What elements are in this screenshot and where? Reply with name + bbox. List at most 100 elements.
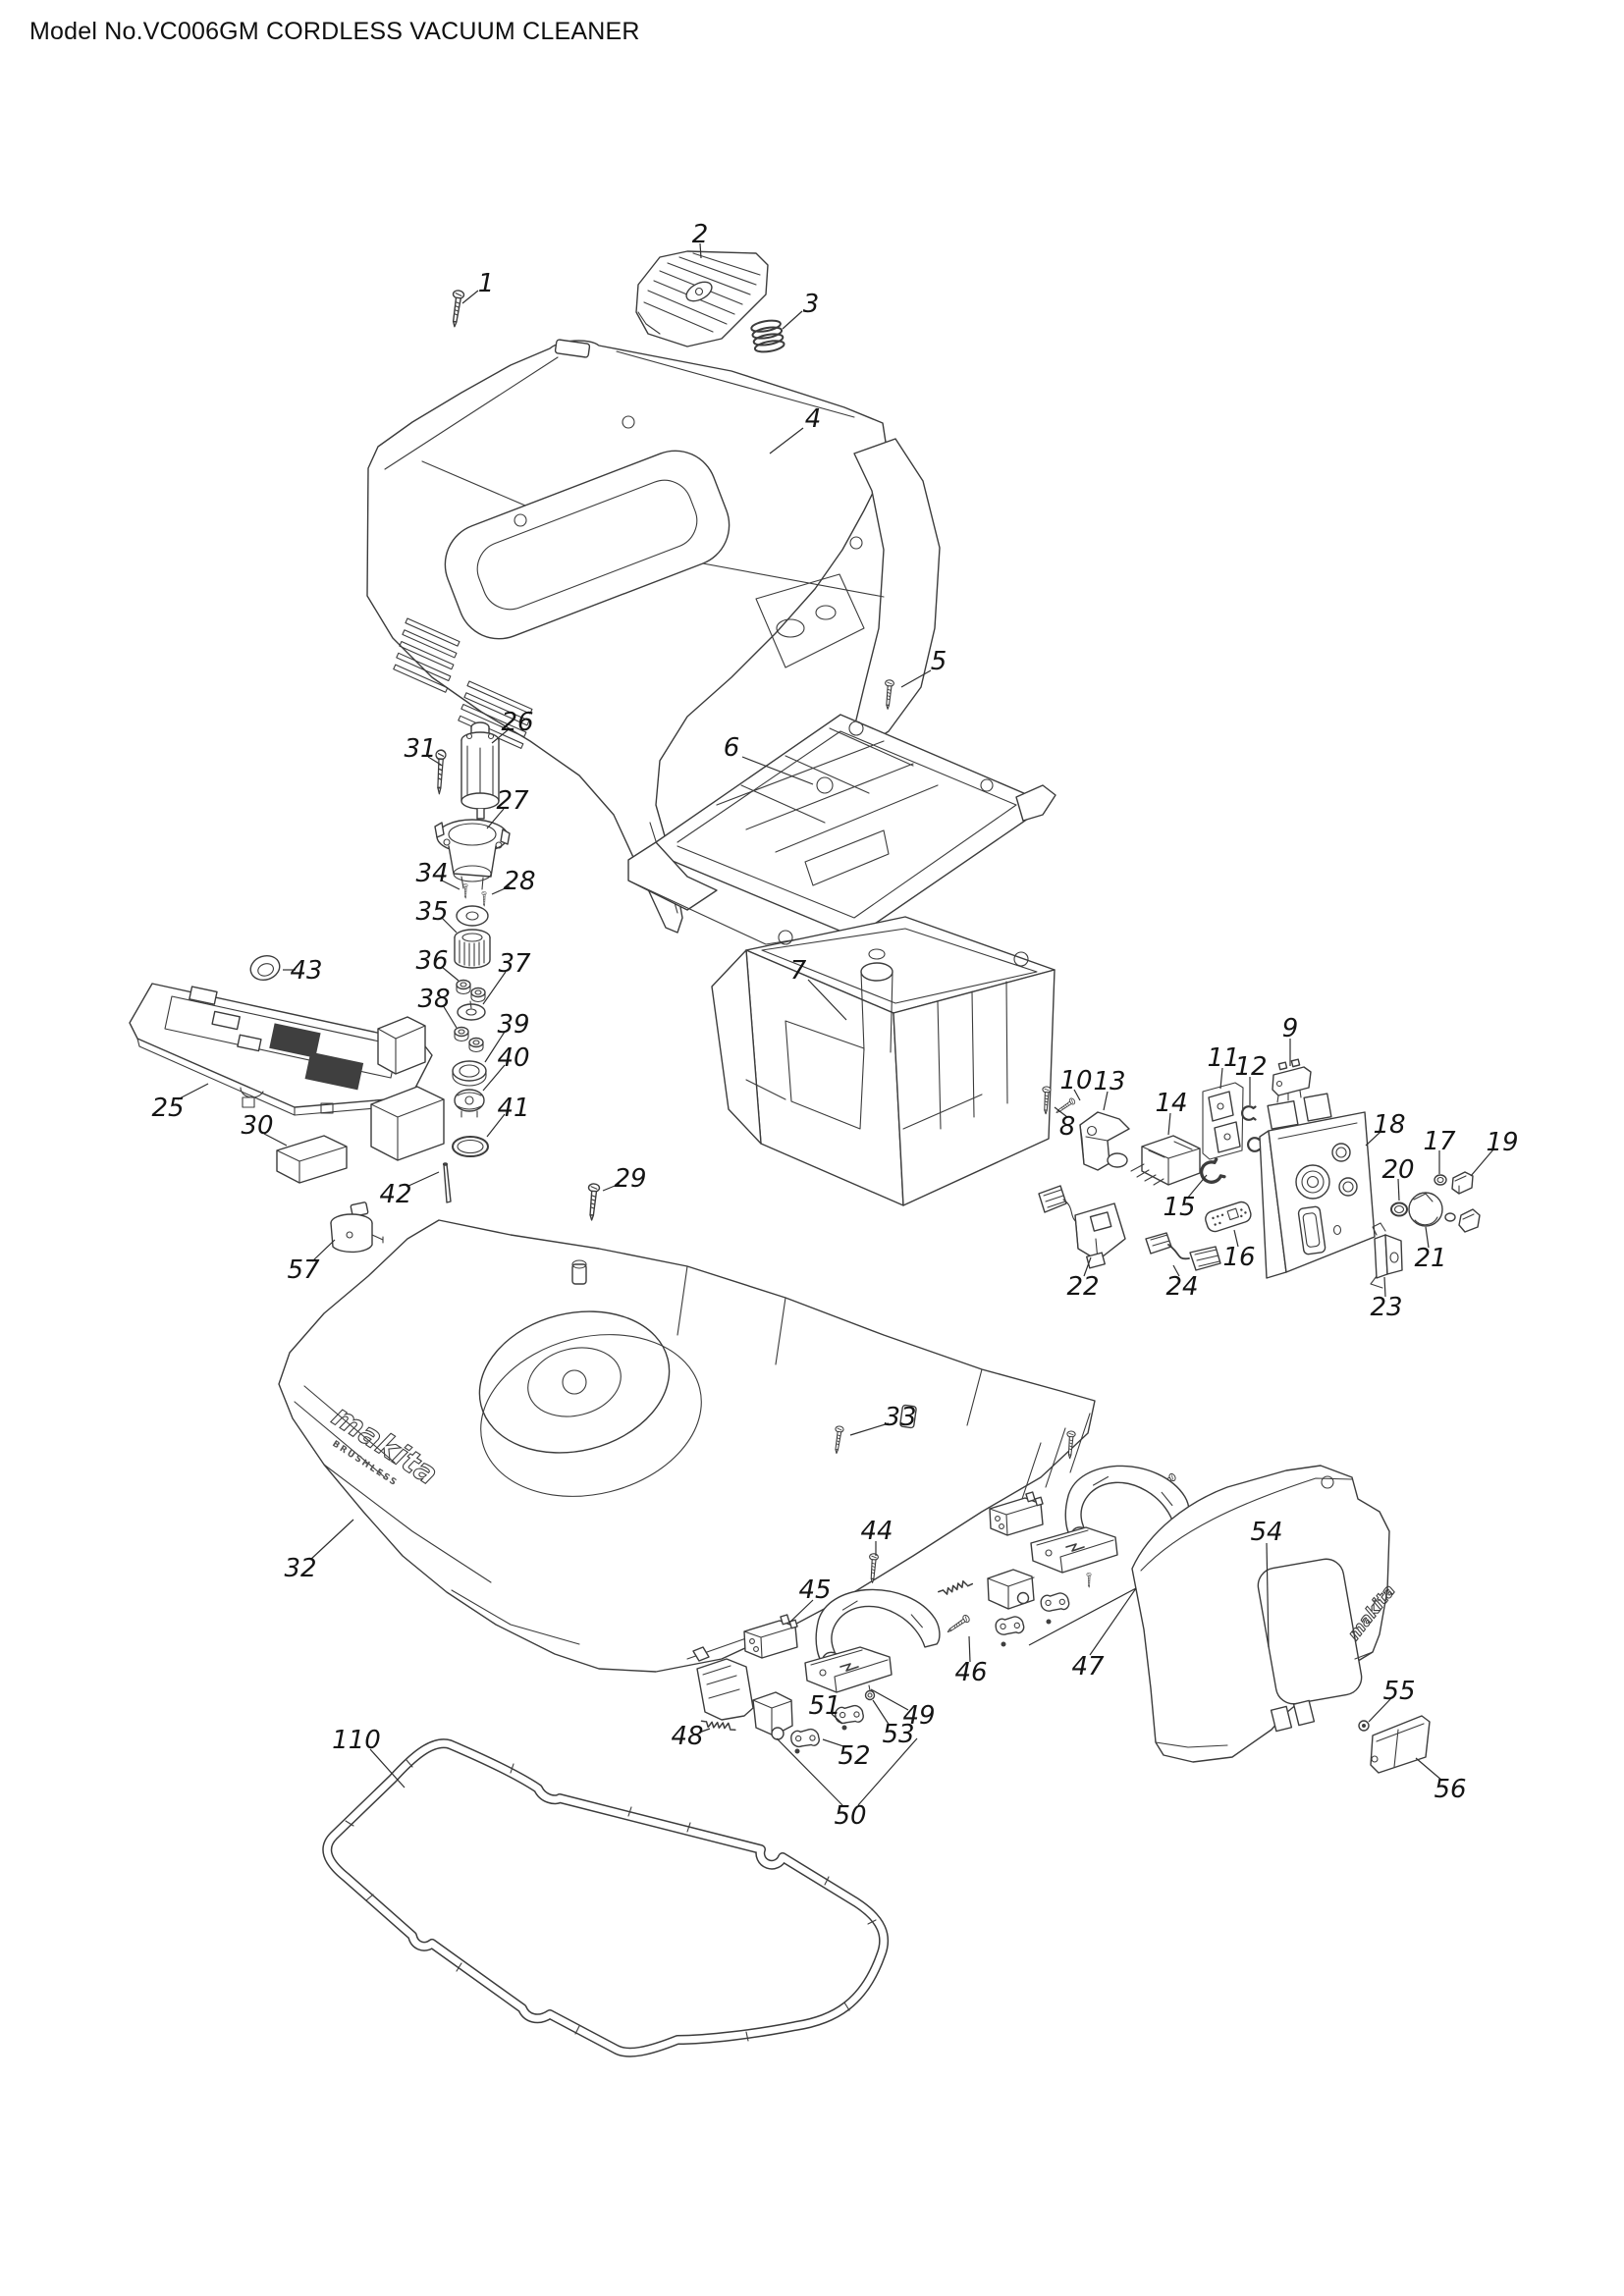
part-oring-20: [1390, 1201, 1408, 1217]
part-callout-9: 9: [1282, 1014, 1299, 1043]
leader-line-47: [1028, 1587, 1137, 1646]
part-switch-22: [1038, 1185, 1126, 1269]
part-label-16: [1205, 1201, 1252, 1233]
part-spring-45: [936, 1577, 975, 1597]
leader-line-28: [491, 885, 511, 895]
part-switch-holder-11: [1202, 1082, 1244, 1160]
part-top-cover: [366, 339, 941, 934]
part-callout-44: 44: [860, 1517, 893, 1546]
part-callout-48: 48: [671, 1722, 703, 1751]
part-spring-3: [750, 319, 785, 353]
part-lever-52: [788, 1725, 822, 1751]
part-lamp-bracket-23: [1370, 1222, 1403, 1289]
part-grommet-43: [249, 954, 281, 982]
part-sensor-57: [330, 1201, 384, 1254]
part-callout-43: 43: [290, 956, 322, 986]
part-pin-34: [462, 883, 468, 899]
part-callout-24: 24: [1165, 1272, 1198, 1302]
part-nut-36b: [470, 987, 486, 1003]
leader-line-14: [1167, 1112, 1171, 1136]
part-callout-19: 19: [1486, 1128, 1518, 1157]
leader-line-15: [1186, 1174, 1208, 1200]
part-sponge-filter-35: [454, 929, 491, 969]
part-grommet-53: [864, 1684, 876, 1701]
part-latch-base-50: [692, 1646, 793, 1740]
leader-line-46: [968, 1635, 971, 1663]
part-callout-29: 29: [614, 1164, 646, 1194]
part-callout-110: 110: [332, 1726, 381, 1755]
part-callout-25: 25: [151, 1094, 184, 1123]
leader-line-18: [1365, 1131, 1381, 1147]
leader-line-57: [311, 1239, 336, 1262]
part-motor-housing: [434, 819, 511, 890]
part-callout-12: 12: [1234, 1052, 1267, 1082]
part-callout-56: 56: [1434, 1775, 1466, 1804]
part-cap-19: [1451, 1171, 1474, 1195]
part-callout-54: 54: [1250, 1518, 1282, 1547]
leader-line-39: [484, 1031, 506, 1063]
part-pin-47c: [1086, 1573, 1092, 1588]
part-callout-50: 50: [834, 1801, 866, 1831]
leader-line-13: [1103, 1091, 1109, 1111]
part-callout-40: 40: [497, 1043, 529, 1073]
part-callout-16: 16: [1222, 1243, 1255, 1272]
part-ring-39: [452, 1060, 487, 1087]
part-pin-42: [442, 1162, 452, 1203]
part-callout-41: 41: [497, 1094, 529, 1123]
leader-line-26: [491, 728, 510, 744]
part-callout-18: 18: [1373, 1110, 1405, 1140]
callout-layer: 1234567891011121314151617181920212223242…: [151, 220, 1518, 1831]
leader-line-47: [1089, 1587, 1137, 1656]
part-bracket-13: [1079, 1111, 1130, 1171]
part-callout-8: 8: [1059, 1112, 1076, 1142]
part-screw-29: [584, 1182, 601, 1222]
part-rear-cover: makita: [1131, 1465, 1400, 1763]
leader-line-54: [1266, 1542, 1270, 1648]
part-callout-17: 17: [1423, 1127, 1456, 1156]
leader-line-19: [1470, 1148, 1494, 1177]
leader-line-3: [782, 310, 803, 330]
part-callout-1: 1: [478, 269, 495, 298]
part-pin-52: [794, 1748, 800, 1754]
leader-line-33: [849, 1422, 890, 1436]
part-callout-5: 5: [931, 647, 947, 676]
leader-line-2: [699, 242, 702, 259]
part-callout-53: 53: [882, 1720, 914, 1749]
part-callout-33: 33: [884, 1403, 916, 1432]
leader-line-27: [486, 808, 505, 829]
leader-line-53: [872, 1699, 891, 1727]
part-callout-39: 39: [497, 1010, 529, 1040]
leader-line-34: [441, 880, 460, 890]
page-title: Model No.VC006GM CORDLESS VACUUM CLEANER: [29, 18, 640, 45]
leader-line-16: [1233, 1229, 1239, 1248]
part-callout-22: 22: [1066, 1272, 1099, 1302]
part-motor: [460, 721, 500, 820]
part-lever-47a: [1039, 1589, 1071, 1615]
part-callout-23: 23: [1370, 1293, 1402, 1322]
part-leadwire-24: [1145, 1232, 1221, 1271]
part-callout-2: 2: [692, 220, 709, 249]
part-tank: [711, 916, 1056, 1206]
part-callout-20: 20: [1381, 1155, 1414, 1185]
part-callout-26: 26: [501, 708, 533, 737]
part-terminal-14: [1130, 1135, 1201, 1186]
leader-line-32: [309, 1519, 354, 1561]
part-callout-13: 13: [1093, 1067, 1125, 1096]
part-cover-56: [1370, 1715, 1431, 1774]
leader-lines: [177, 242, 1494, 1806]
part-latch-plate-47: [1030, 1526, 1118, 1574]
part-pin-51: [841, 1725, 847, 1731]
part-filter-cover: [635, 250, 769, 347]
leader-line-25: [177, 1083, 209, 1100]
leader-line-22: [1083, 1256, 1092, 1277]
leader-line-56: [1415, 1757, 1443, 1782]
leader-line-45: [788, 1599, 814, 1624]
part-nut-36a: [456, 979, 471, 995]
part-knob-21: [1408, 1192, 1481, 1233]
leader-line-41: [486, 1113, 506, 1138]
part-spring-48: [699, 1716, 737, 1735]
leader-line-24: [1172, 1264, 1180, 1277]
part-callout-30: 30: [241, 1111, 273, 1141]
leader-line-30: [263, 1133, 288, 1147]
leader-line-31: [427, 756, 442, 766]
